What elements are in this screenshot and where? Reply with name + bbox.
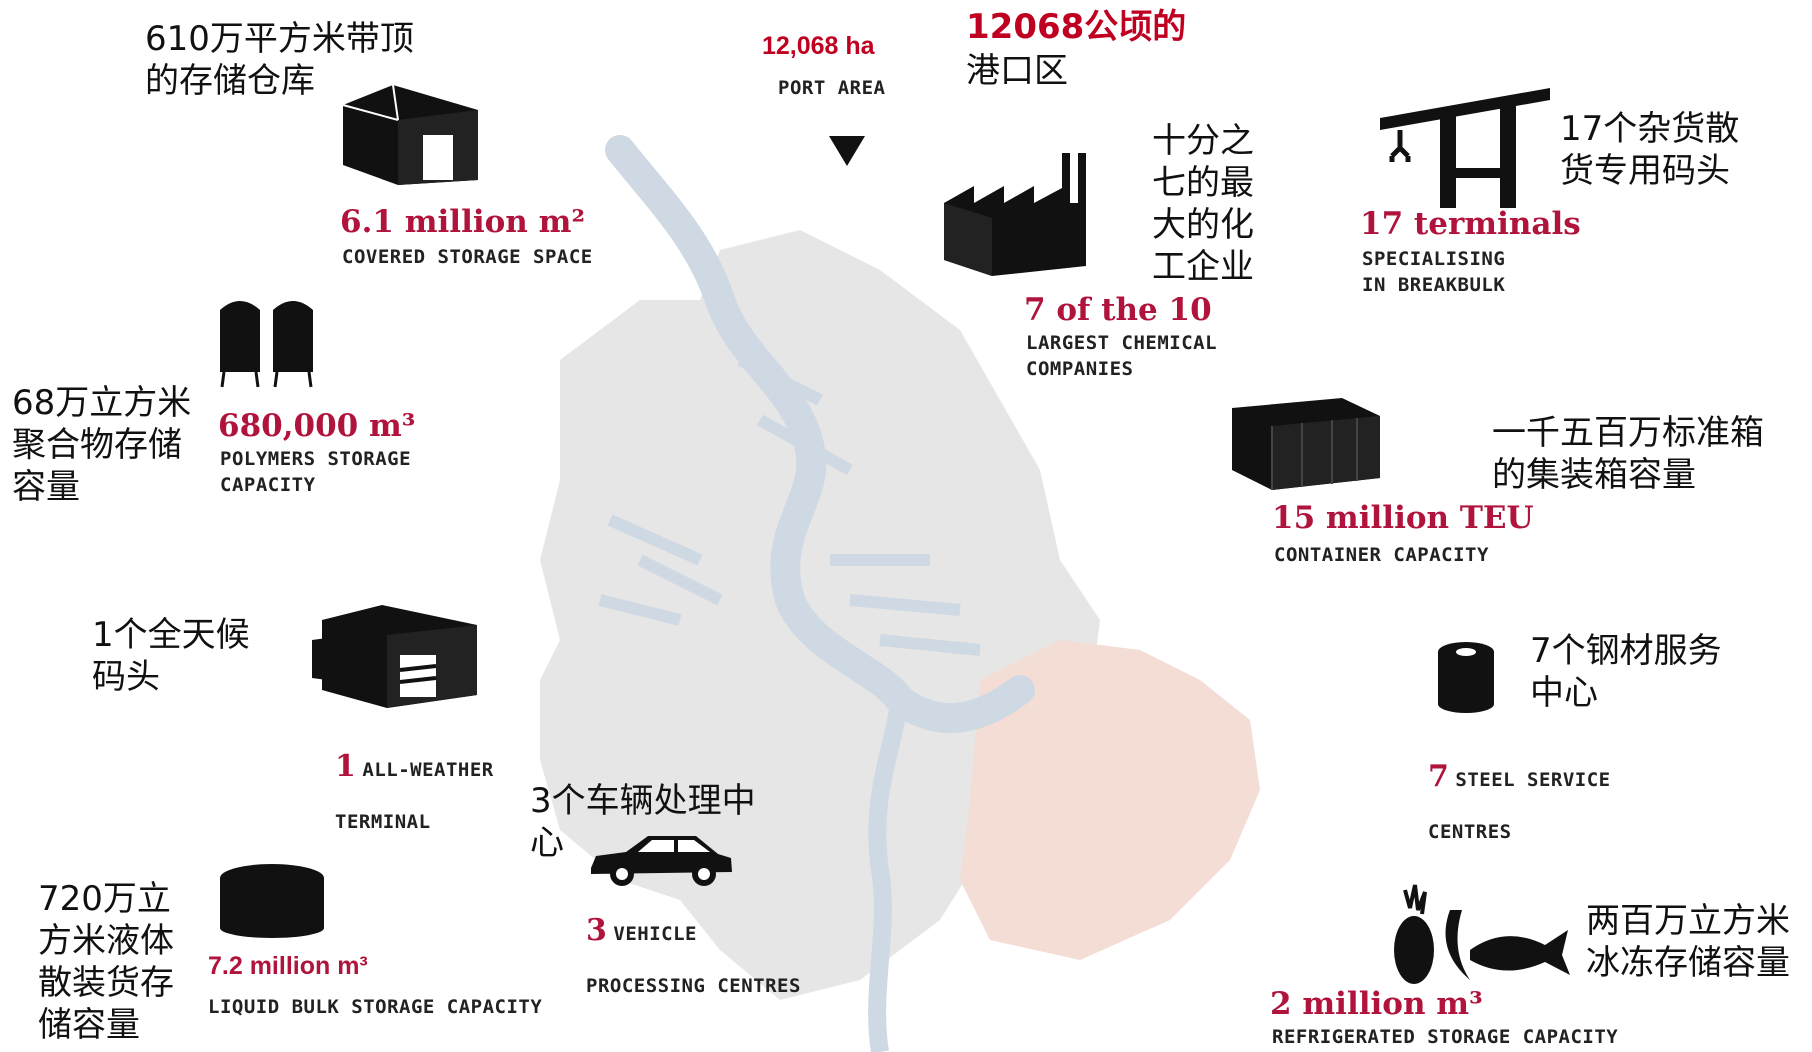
reefer-zh: 两百万立方米 冰冻存储容量 <box>1586 901 1790 983</box>
port-area-zh-subtitle: 港口区 <box>966 51 1068 91</box>
crane-icon <box>1380 88 1550 208</box>
allweather-caption-line1: ALL-WEATHER <box>362 759 494 781</box>
silo-icon <box>220 301 313 388</box>
polymers-stat: 680,000 m³ <box>218 408 416 444</box>
liquid-zh: 720万立 方米液体 散装货存 储容量 <box>38 879 174 1045</box>
container-icon <box>1232 398 1380 490</box>
dock-branch <box>598 354 981 656</box>
reefer-caption: REFRIGERATED STORAGE CAPACITY <box>1272 1026 1619 1048</box>
covered-caption: COVERED STORAGE SPACE <box>342 246 593 268</box>
port-land <box>540 230 1100 1000</box>
liquid-stat: 7.2 million m³ <box>208 952 368 980</box>
steel-coil-icon <box>1438 642 1494 713</box>
vehicle-zh: 3个车辆处理中 心 <box>530 781 756 863</box>
reefer-stat: 2 million m³ <box>1270 986 1483 1022</box>
container-caption: CONTAINER CAPACITY <box>1274 544 1489 566</box>
storage-tank-icon <box>220 864 324 938</box>
river-south <box>868 698 909 1052</box>
city-area <box>960 640 1260 960</box>
covered-zh: 610万平方米带顶 的存储仓库 <box>145 19 414 101</box>
breakbulk-stat: 17 terminals <box>1360 206 1581 242</box>
container-zh: 一千五百万标准箱 的集装箱容量 <box>1492 413 1764 495</box>
breakbulk-caption: SPECIALISING IN BREAKBULK <box>1362 248 1506 296</box>
terminal-building-icon <box>312 605 477 708</box>
chemical-zh: 十分之 七的最 大的化 工企业 <box>1152 121 1254 287</box>
port-area-zh-title: 12068公顷的 <box>966 7 1187 47</box>
vehicle-caption-line2: PROCESSING CENTRES <box>586 975 801 997</box>
port-area-value: 12,068 ha <box>762 32 875 60</box>
container-stat: 15 million TEU <box>1272 500 1534 536</box>
polymers-zh: 68万立方米 聚合物存储 容量 <box>12 383 192 507</box>
vehicle-number: 3 <box>586 913 608 948</box>
fruit-fish-icon <box>1394 884 1570 984</box>
steel-caption-line1: STEEL SERVICE <box>1455 769 1611 791</box>
steel-zh: 7个钢材服务 中心 <box>1530 631 1722 713</box>
allweather-caption-line2: TERMINAL <box>335 811 431 833</box>
steel-caption-line2: CENTRES <box>1428 821 1512 843</box>
port-area-caption: PORT AREA <box>778 77 886 99</box>
chemical-stat: 7 of the 10 <box>1024 292 1212 328</box>
car-icon <box>591 836 732 886</box>
breakbulk-zh: 17个杂货散 货专用码头 <box>1560 109 1740 191</box>
polymers-caption: POLYMERS STORAGE CAPACITY <box>220 448 412 496</box>
allweather-number: 1 <box>335 749 357 784</box>
chemical-caption: LARGEST CHEMICAL COMPANIES <box>1026 332 1218 380</box>
warehouse-icon <box>342 84 478 185</box>
factory-icon <box>944 153 1086 276</box>
covered-stat: 6.1 million m² <box>340 204 586 240</box>
allweather-zh: 1个全天候 码头 <box>92 615 250 697</box>
steel-number: 7 <box>1428 759 1450 794</box>
vehicle-caption-line1: VEHICLE <box>613 923 697 945</box>
liquid-caption: LIQUID BULK STORAGE CAPACITY <box>208 996 543 1018</box>
port-area-marker <box>829 136 865 166</box>
